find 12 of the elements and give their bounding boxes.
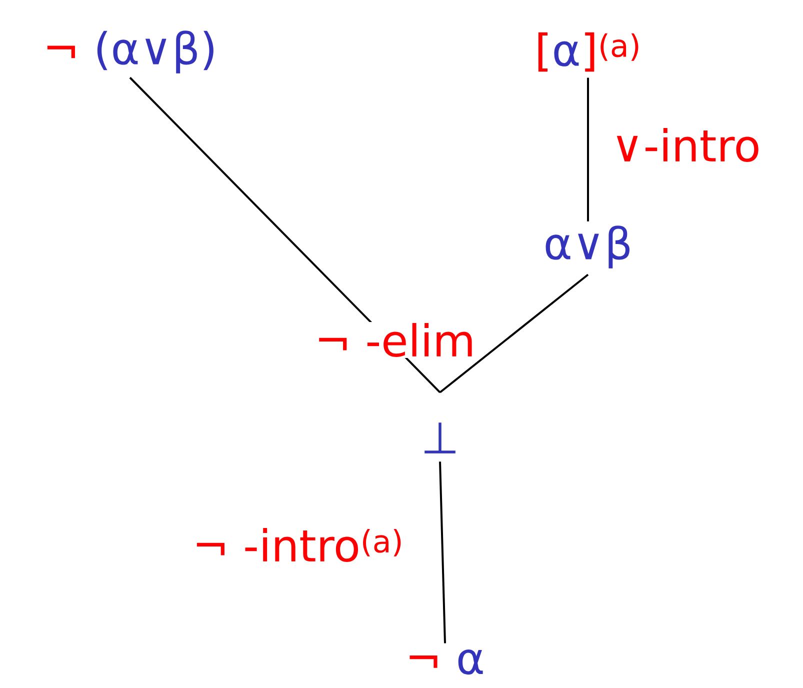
- inference-line: [439, 274, 589, 394]
- rule-label: ¬ -intro$^{(a)}$: [191, 526, 405, 564]
- formula-text: ¬ (α∨β): [47, 30, 214, 74]
- formula-text: ¬ α: [410, 649, 483, 675]
- inference-line: [439, 462, 446, 644]
- inference-line: [587, 78, 589, 222]
- formula-text: [α]$^{(a)}$: [538, 32, 638, 72]
- rule-label: ∨-intro: [610, 126, 762, 164]
- formula-text: α∨β: [546, 226, 630, 268]
- rule-label: ¬ -elim: [313, 322, 477, 358]
- inference-line: [129, 76, 441, 394]
- formula-text: ⊥: [424, 422, 456, 454]
